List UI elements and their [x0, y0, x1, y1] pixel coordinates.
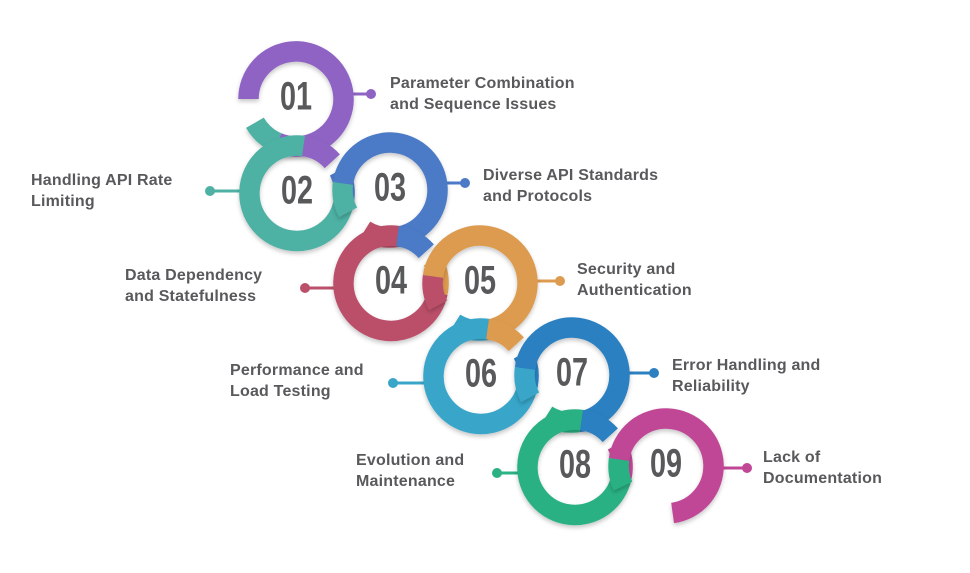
- label-line: Load Testing: [230, 383, 331, 400]
- connector-dot-02: [205, 186, 215, 196]
- ring-arc: [422, 274, 448, 311]
- label-line: and Statefulness: [125, 288, 257, 305]
- step-number-06: 06: [464, 351, 498, 396]
- connector-dot-01: [366, 89, 376, 99]
- connector-dot-09: [742, 463, 752, 473]
- step-number-04: 04: [374, 258, 408, 303]
- ring-arc: [517, 409, 632, 526]
- step-label-03: Diverse API Standards and Protocols: [483, 165, 658, 207]
- label-line: Maintenance: [356, 473, 456, 490]
- connector-dot-05: [555, 276, 565, 286]
- ring-arc: [485, 318, 524, 352]
- step-number-08: 08: [558, 442, 592, 487]
- ring-arc: [514, 317, 630, 433]
- connector-dot-04: [300, 283, 310, 293]
- connector-dot-07: [649, 368, 659, 378]
- step-ring-09: [608, 408, 724, 524]
- ring-arc: [422, 225, 538, 341]
- label-line: Data Dependency: [125, 267, 263, 284]
- label-line: Diverse API Standards: [483, 167, 659, 184]
- ring-arc: [423, 318, 538, 435]
- connector-dot-06: [388, 378, 398, 388]
- ring-arc: [246, 117, 282, 153]
- ring-arc: [333, 225, 448, 342]
- connector-dot-08: [492, 468, 502, 478]
- step-label-04: Data Dependency and Statefulness: [125, 265, 262, 307]
- ring-arc: [514, 366, 540, 403]
- connector-dot-03: [460, 178, 470, 188]
- step-label-09: Lack of Documentation: [763, 447, 882, 489]
- ring-arc: [301, 135, 340, 169]
- label-line: Parameter Combination: [390, 75, 575, 92]
- step-number-02: 02: [280, 168, 314, 213]
- label-line: Lack of: [763, 449, 821, 466]
- label-line: Handling API Rate: [31, 172, 173, 189]
- ring-arc: [239, 135, 354, 252]
- ring-arc: [579, 409, 618, 443]
- label-line: Limiting: [31, 193, 95, 210]
- label-line: Authentication: [577, 282, 692, 299]
- label-line: Documentation: [763, 470, 883, 487]
- label-line: and Protocols: [483, 188, 593, 205]
- ring-arc: [332, 181, 358, 218]
- step-number-01: 01: [279, 74, 313, 119]
- step-number-09: 09: [649, 441, 683, 486]
- step-number-03: 03: [373, 165, 407, 210]
- ring-arc: [395, 225, 434, 259]
- label-line: and Sequence Issues: [390, 96, 557, 113]
- ring-arc: [332, 132, 448, 248]
- label-line: Evolution and: [356, 452, 465, 469]
- step-label-01: Parameter Combination and Sequence Issues: [390, 73, 575, 115]
- label-line: Security and: [577, 261, 676, 278]
- ring-arc: [608, 408, 724, 524]
- ring-arc: [608, 457, 633, 491]
- step-number-07: 07: [555, 350, 589, 395]
- label-line: Reliability: [672, 378, 750, 395]
- label-line: Performance and: [230, 362, 364, 379]
- label-line: Error Handling and: [672, 357, 821, 374]
- step-number-05: 05: [463, 258, 497, 303]
